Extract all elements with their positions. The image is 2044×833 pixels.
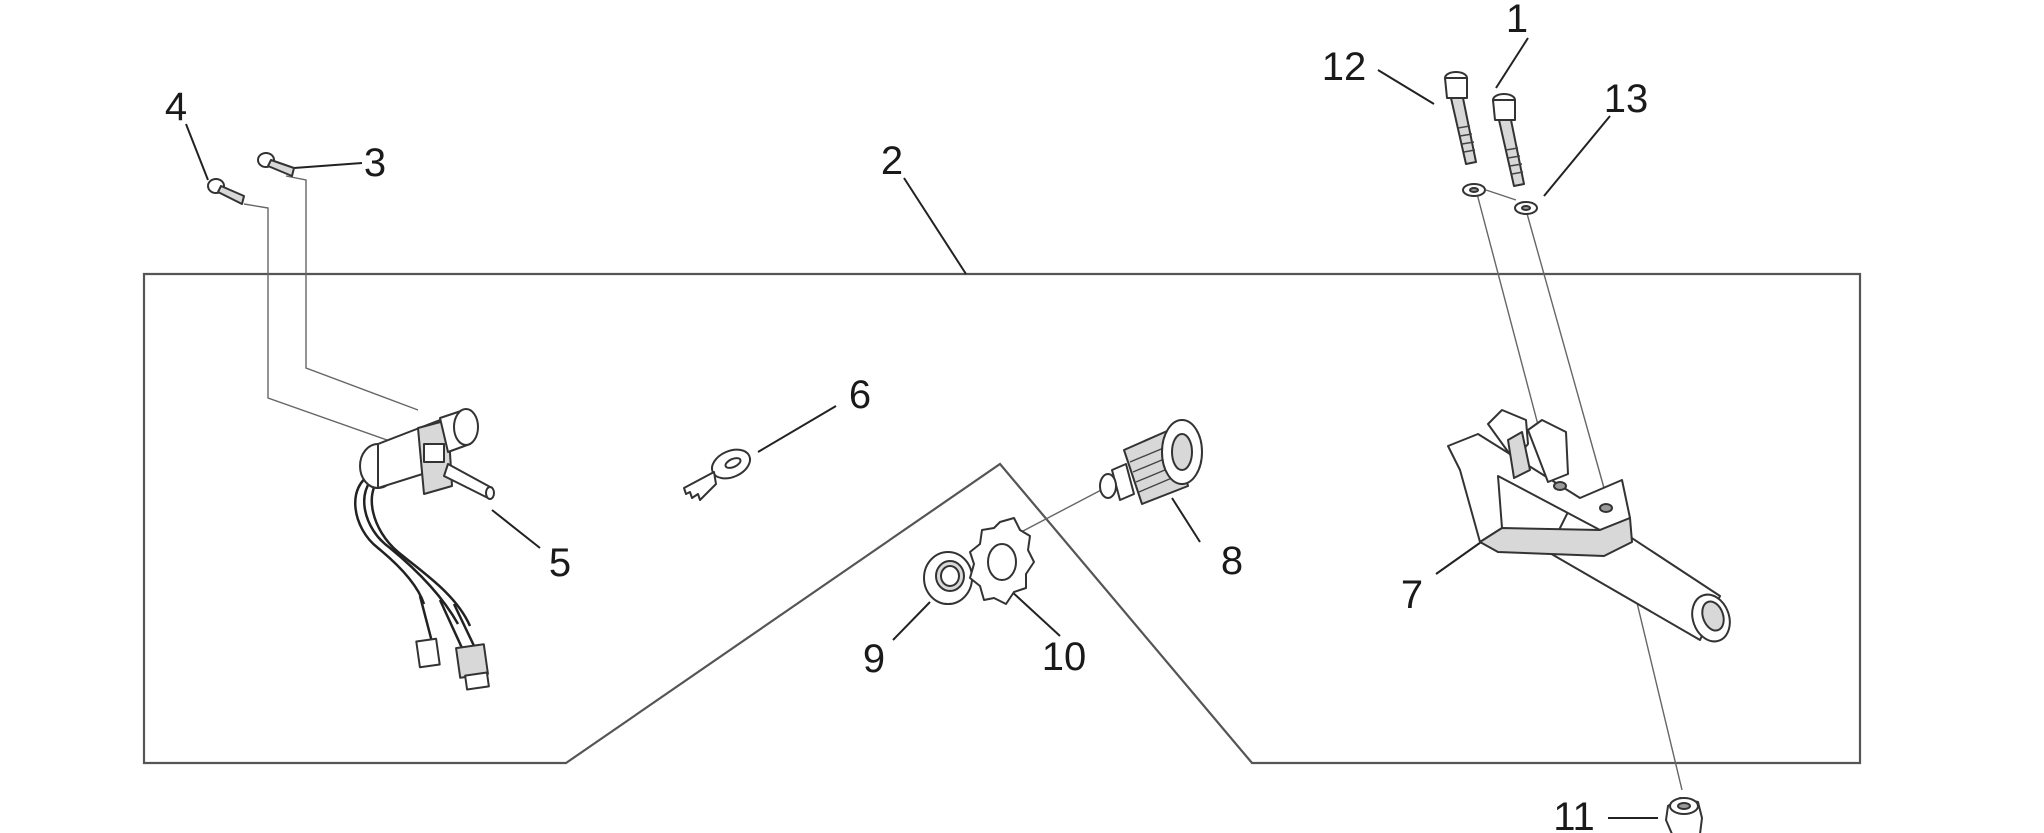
guide-bolt-1	[1525, 209, 1605, 489]
screw-4-icon	[207, 178, 245, 205]
assembly-frame	[142, 272, 1862, 765]
leader-12	[1377, 69, 1435, 105]
guide-bolt-12	[1475, 189, 1543, 441]
callout-4: 4	[165, 85, 187, 129]
housing-7-icon	[1447, 409, 1731, 643]
switch-5-icon	[354, 408, 495, 691]
callout-6: 6	[849, 373, 871, 417]
leader-3	[293, 162, 363, 169]
leader-10	[1009, 589, 1061, 637]
guide-screw-4	[243, 203, 405, 447]
guide-screw-3	[285, 175, 419, 411]
callout-3: 3	[364, 141, 386, 185]
screw-3-icon	[257, 152, 295, 177]
nut-11-icon	[1665, 797, 1703, 833]
leader-7	[1435, 539, 1485, 575]
callout-2: 2	[881, 139, 903, 183]
leader-8	[1171, 497, 1201, 543]
leader-6	[757, 405, 837, 453]
callout-13: 13	[1604, 77, 1649, 121]
callout-8: 8	[1221, 539, 1243, 583]
callout-12: 12	[1322, 45, 1367, 89]
bolt-12-icon	[1444, 71, 1477, 165]
lockwasher-10-icon	[969, 517, 1035, 605]
callout-1: 1	[1506, 0, 1528, 41]
lock-cylinder-8-icon	[1099, 419, 1203, 505]
callout-5: 5	[549, 541, 571, 585]
leader-9	[892, 601, 931, 641]
bolt-1-icon	[1492, 93, 1525, 187]
callout-10: 10	[1042, 635, 1087, 679]
leader-2	[903, 177, 967, 275]
leader-5	[491, 509, 541, 549]
callout-9: 9	[863, 637, 885, 681]
washer-13-icon	[1462, 183, 1538, 215]
callout-11: 11	[1553, 795, 1595, 833]
leader-13	[1543, 115, 1611, 197]
leader-1	[1495, 37, 1529, 89]
leader-4	[185, 123, 209, 181]
callout-7: 7	[1401, 573, 1423, 617]
nut-9-icon	[923, 551, 973, 605]
key-6-icon	[683, 448, 752, 501]
guide-washers	[1485, 189, 1517, 201]
